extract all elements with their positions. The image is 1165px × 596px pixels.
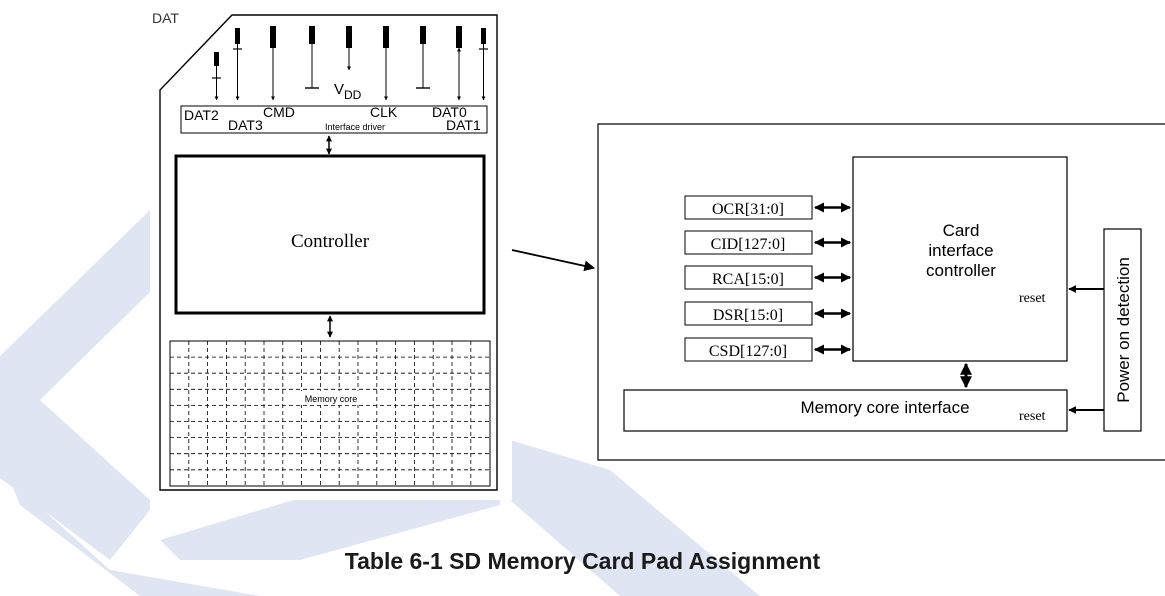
register-ocr: OCR[31:0]	[684, 195, 813, 220]
svg-text:CSD[127:0]: CSD[127:0]	[709, 343, 787, 360]
interface-driver-label: Interface driver	[325, 122, 385, 132]
svg-text:OCR[31:0]: OCR[31:0]	[712, 201, 784, 218]
card-interface-controller-box	[852, 156, 1068, 362]
controller-label: Controller	[291, 231, 370, 252]
pin-label-cmd: CMD	[263, 104, 295, 120]
cic-reset-label: reset	[1019, 291, 1046, 306]
pin-label-dat0: DAT0	[432, 104, 467, 120]
detail-frame	[597, 123, 1165, 461]
watermark-chevron-left	[0, 210, 150, 560]
register-list: OCR[31:0] CID[127:0] RCA[15:0] DSR[15:0]…	[684, 195, 813, 362]
memory-core-label: Memory core	[305, 394, 358, 404]
pin-group	[212, 26, 488, 101]
pin-label-vdd-subscript: DD	[344, 88, 362, 102]
power-on-detection-box	[1103, 228, 1142, 432]
interface-driver-box	[180, 105, 488, 134]
cic-label-line1: Card	[943, 221, 980, 240]
pin-cmd	[270, 26, 276, 101]
pin-dat2	[212, 52, 221, 101]
svg-text:CID[127:0]: CID[127:0]	[711, 236, 786, 253]
memory-core-interface-label: Memory core interface	[800, 398, 969, 417]
pin-dat3	[233, 28, 242, 101]
mci-reset-label: reset	[1019, 409, 1046, 424]
register-link-arrows	[814, 202, 851, 355]
pin-label-clk: CLK	[370, 104, 398, 120]
power-on-detection-label: Power on detection	[1114, 257, 1133, 403]
pin-label-dat1: DAT1	[446, 117, 481, 133]
pin-vss2	[416, 26, 430, 89]
cic-label-line2: interface	[928, 241, 993, 260]
memory-core-grid	[170, 341, 490, 486]
pin-dat0	[456, 26, 462, 101]
pin-vdd	[346, 26, 352, 71]
cic-label-line3: controller	[926, 261, 996, 280]
register-dsr: DSR[15:0]	[684, 301, 813, 326]
register-csd: CSD[127:0]	[684, 337, 813, 362]
pin-label-dat3: DAT3	[228, 117, 263, 133]
register-cid: CID[127:0]	[684, 230, 813, 255]
pin-clk	[383, 26, 389, 101]
svg-text:DSR[15:0]: DSR[15:0]	[713, 307, 783, 324]
sd-card-outline	[159, 14, 498, 491]
pin-label-vdd: V	[334, 81, 344, 98]
memory-core-block: Memory core	[169, 340, 491, 487]
watermark-chevron-right	[510, 440, 760, 596]
pin-label-dat2: DAT2	[184, 107, 219, 123]
register-rca: RCA[15:0]	[684, 265, 813, 290]
pin-vss1	[305, 26, 319, 89]
memory-core-box	[169, 340, 491, 487]
pointer-arrow	[511, 249, 596, 272]
pin-dat1	[479, 28, 488, 101]
controller-box	[174, 154, 486, 315]
corner-dat-label: DAT	[152, 10, 179, 26]
memory-core-interface-box	[623, 389, 1068, 432]
svg-text:RCA[15:0]: RCA[15:0]	[712, 271, 784, 288]
figure-caption: Table 6-1 SD Memory Card Pad Assignment	[344, 548, 821, 574]
